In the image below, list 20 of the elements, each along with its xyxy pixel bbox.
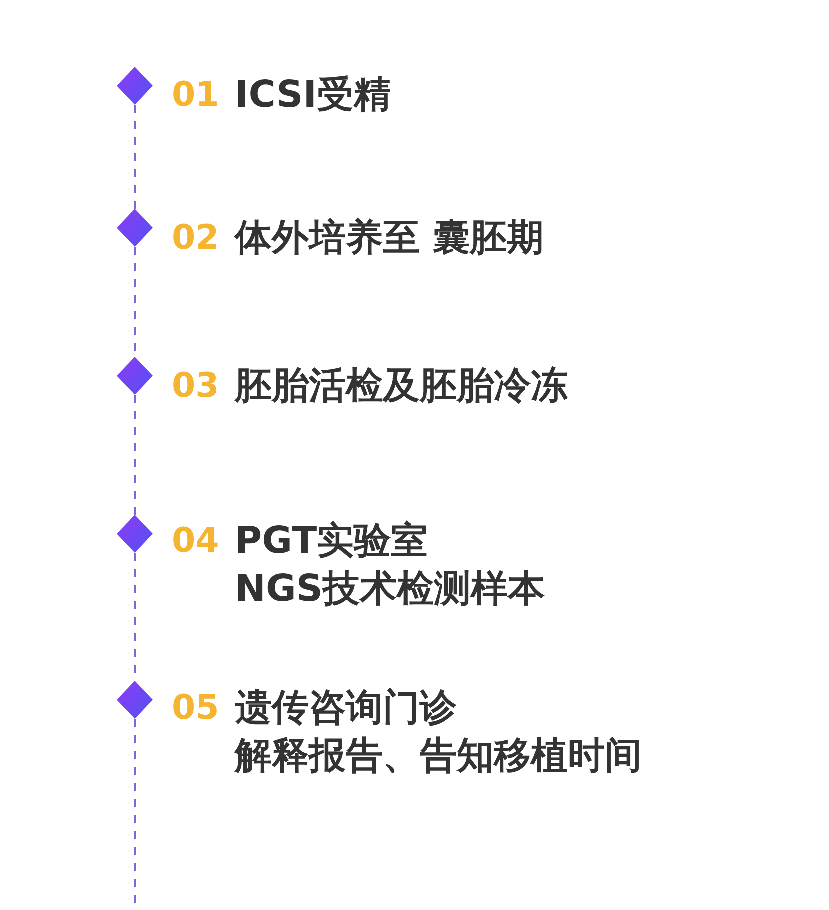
dashed-line [134, 395, 136, 515]
step-number: 05 [172, 687, 220, 730]
step-title: 胚胎活检及胚胎冷冻 [235, 364, 568, 408]
step-title: 解释报告、告知移植时间 [235, 734, 642, 778]
diamond-marker [117, 67, 153, 105]
step-number: 01 [172, 74, 220, 117]
step-title: ICSI受精 [235, 73, 392, 117]
step-title: NGS技术检测样本 [235, 567, 545, 611]
step-number: 04 [172, 520, 220, 563]
dashed-line [134, 105, 136, 209]
step-number: 03 [172, 365, 220, 408]
diamond-marker [117, 681, 153, 719]
diamond-marker [117, 357, 153, 395]
step-title: 体外培养至 囊胚期 [235, 216, 544, 260]
step-title: PGT实验室 [235, 519, 428, 563]
step-number: 02 [172, 217, 220, 260]
diamond-marker [117, 209, 153, 247]
diamond-marker [117, 515, 153, 553]
dashed-line [134, 719, 136, 905]
step-title: 遗传咨询门诊 [235, 686, 457, 730]
